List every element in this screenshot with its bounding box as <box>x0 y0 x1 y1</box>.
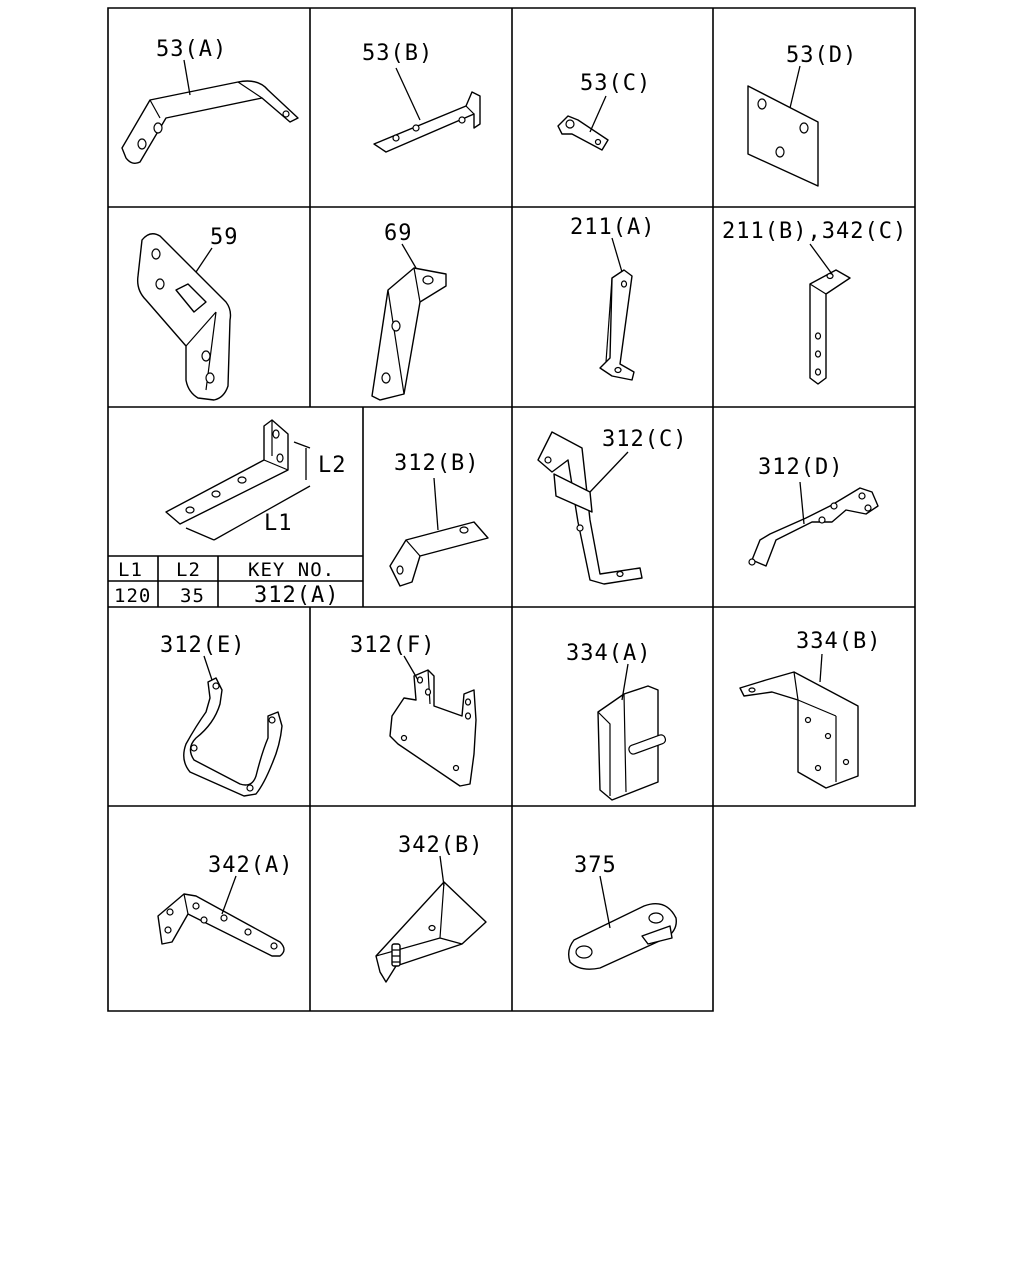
callout-312d: 312(D) <box>758 455 843 480</box>
part-342a: 342(A) <box>157 853 293 957</box>
table-header-l2: L2 <box>176 559 201 581</box>
part-312a: L2 L1 <box>165 419 347 541</box>
part-334b: 334(B) <box>739 629 881 789</box>
table-cell-l2: 35 <box>180 585 205 607</box>
dim-l2: L2 <box>318 453 347 478</box>
part-334a: 334(A) <box>566 641 667 801</box>
part-312f: 312(F) <box>350 633 477 787</box>
part-342b: 342(B) <box>375 833 487 983</box>
callout-334a: 334(A) <box>566 641 651 666</box>
callout-334b: 334(B) <box>796 629 881 654</box>
callout-342b: 342(B) <box>398 833 483 858</box>
dimension-table: L1 L2 KEY NO. 120 35 312(A) <box>108 555 363 608</box>
part-312e: 312(E) <box>160 633 283 797</box>
part-53a: 53(A) <box>121 37 299 165</box>
table-cell-key-no: 312(A) <box>254 583 339 608</box>
callout-312e: 312(E) <box>160 633 245 658</box>
callout-53c: 53(C) <box>580 71 651 96</box>
callout-69: 69 <box>384 221 413 246</box>
part-211a: 211(A) <box>570 215 655 381</box>
part-375: 375 <box>567 853 677 970</box>
callout-59: 59 <box>210 225 239 250</box>
part-312d: 312(D) <box>748 455 879 567</box>
callout-211b-342c: 211(B),342(C) <box>722 219 907 244</box>
table-cell-l1: 120 <box>114 585 151 607</box>
callout-375: 375 <box>574 853 617 878</box>
callout-312b: 312(B) <box>394 451 479 476</box>
grid-lines <box>107 7 916 1012</box>
table-header-l1: L1 <box>118 559 143 581</box>
part-53b: 53(B) <box>362 41 481 153</box>
table-header-key-no: KEY NO. <box>248 559 335 581</box>
callout-312f: 312(F) <box>350 633 435 658</box>
part-53c: 53(C) <box>557 71 651 151</box>
part-312c: 312(C) <box>537 427 687 585</box>
callout-211a: 211(A) <box>570 215 655 240</box>
callout-312c: 312(C) <box>602 427 687 452</box>
callout-342a: 342(A) <box>208 853 293 878</box>
callout-53b: 53(B) <box>362 41 433 66</box>
dim-l1: L1 <box>264 511 293 536</box>
part-312b: 312(B) <box>389 451 489 587</box>
part-69: 69 <box>371 221 447 401</box>
part-53d: 53(D) <box>747 43 857 187</box>
part-211b-342c: 211(B),342(C) <box>722 219 907 385</box>
callout-53d: 53(D) <box>786 43 857 68</box>
callout-53a: 53(A) <box>156 37 227 62</box>
part-59: 59 <box>136 225 239 401</box>
